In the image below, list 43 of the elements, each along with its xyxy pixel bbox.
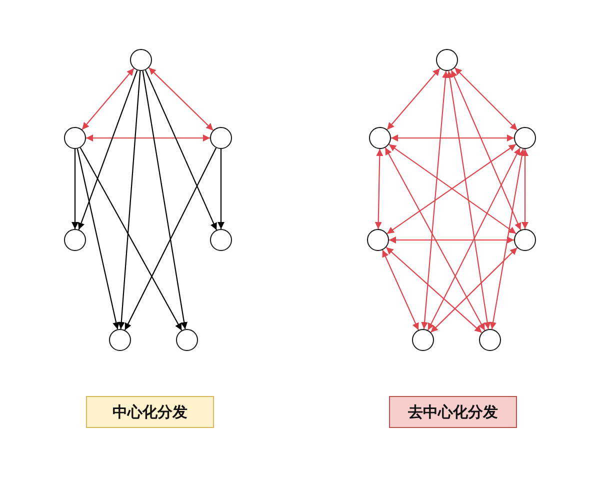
arrow: [446, 70, 491, 330]
arrow: [142, 70, 188, 330]
arrow: [374, 148, 384, 230]
arrow: [76, 148, 120, 330]
circle-node: [436, 49, 458, 71]
arrow: [427, 148, 521, 330]
circle-node: [64, 229, 86, 251]
circle-node: [109, 329, 131, 351]
arrow: [391, 134, 514, 142]
circle-node: [210, 229, 232, 251]
circle-node: [514, 127, 536, 149]
arrow: [386, 246, 482, 334]
arrow: [389, 236, 514, 244]
arrow: [218, 149, 224, 229]
arrow: [78, 70, 138, 230]
arrow: [80, 147, 182, 331]
circle-node: [367, 229, 389, 251]
arrow: [384, 147, 486, 331]
arrow: [490, 148, 526, 330]
circle-node: [479, 329, 501, 351]
arrow: [124, 148, 217, 330]
arrow: [82, 68, 134, 130]
arrow: [522, 149, 528, 229]
title-box: 去中心化分发: [389, 396, 517, 428]
arrow: [430, 247, 518, 333]
circle-node: [369, 127, 391, 149]
arrow: [72, 149, 78, 229]
circle-node: [210, 127, 232, 149]
arrow: [450, 70, 522, 230]
arrow: [86, 134, 210, 142]
arrow: [382, 250, 419, 330]
arrow: [148, 67, 214, 131]
circle-node: [130, 49, 152, 71]
arrow: [421, 70, 449, 330]
arrow: [144, 70, 218, 230]
arrow: [454, 67, 518, 131]
arrow: [386, 68, 440, 130]
circle-node: [514, 229, 536, 251]
title-box: 中心化分发: [86, 396, 214, 428]
arrow: [118, 70, 141, 330]
circle-node: [64, 127, 86, 149]
circle-node: [412, 329, 434, 351]
circle-node: [176, 329, 198, 351]
